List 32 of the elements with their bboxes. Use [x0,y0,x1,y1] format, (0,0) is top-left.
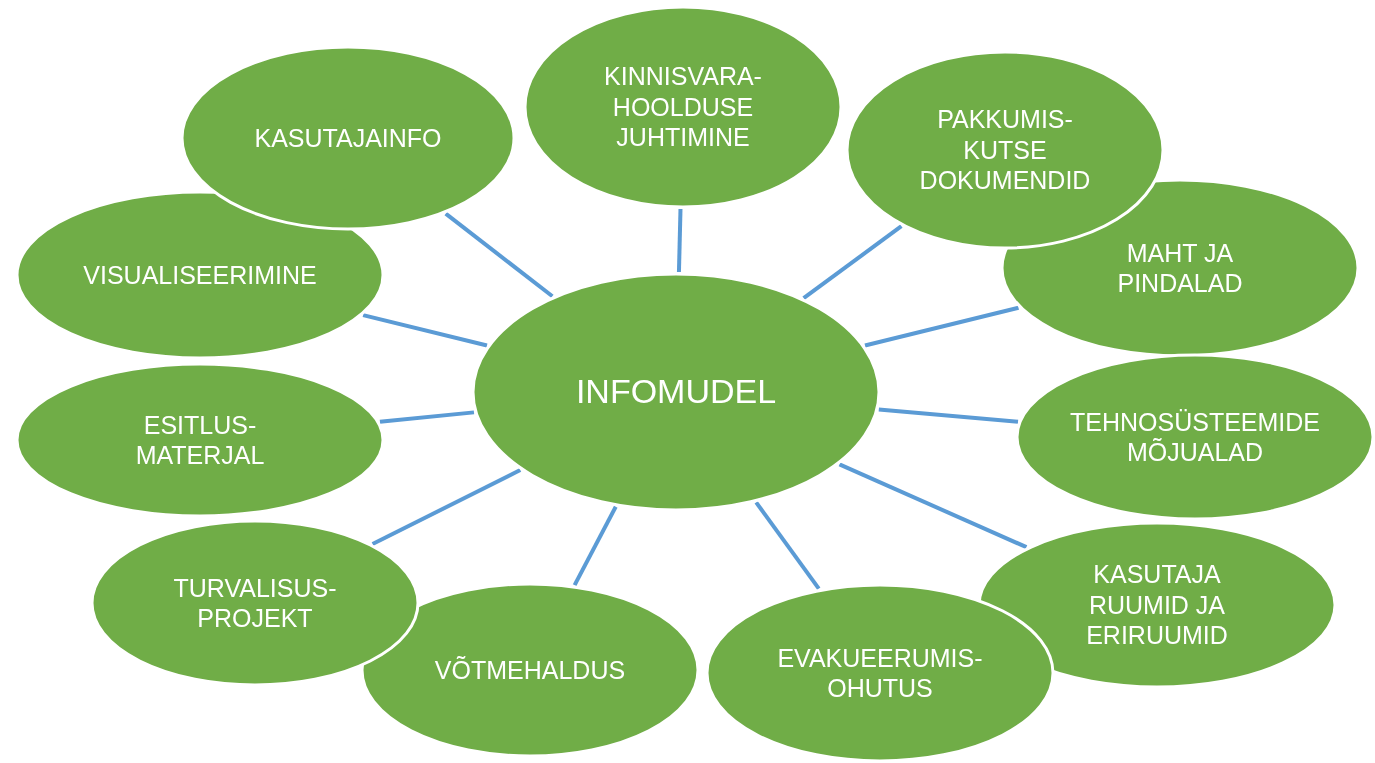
topic-ellipse [15,362,385,518]
connector-line [371,468,522,546]
topic-label: ESITLUS- MATERJAL [134,409,266,471]
connector-line [444,212,554,298]
topic-label: VÕTMEHALDUS [433,654,627,686]
topic-label: TEHNOSÜSTEEMIDE MÕJUALAD [1069,406,1321,468]
central-topic-label: INFOMUDEL [574,371,778,413]
topic-ellipse [180,45,516,231]
topic-ellipse [705,583,1055,763]
connector-line [802,224,903,300]
topic-label: KASUTAJAINFO [253,122,443,154]
topic-label: VISUALISEERIMINE [82,259,318,291]
topic-ellipse [360,582,700,758]
topic-ellipse [523,5,843,209]
topic-ellipse [471,272,881,512]
topic-label: EVAKUEERUMIS- OHUTUS [776,642,984,704]
connector-line [572,505,618,586]
connector-line [362,313,488,348]
connector-line [838,462,1028,549]
topic-ellipse [90,519,420,687]
topic-label: PAKKUMIS- KUTSE DOKUMENDID [918,104,1092,196]
connector-line [864,305,1019,348]
topic-label: KASUTAJA RUUMID JA ERIRUUMID [1085,559,1229,651]
topic-ellipse [1015,353,1375,521]
connector-line [676,208,683,273]
topic-label: TURVALISUS- PROJEKT [172,572,338,634]
topic-label: MAHT JA PINDALAD [1116,237,1244,299]
connector-line [754,501,821,590]
connector-line [878,407,1019,424]
connector-line [379,410,475,424]
topic-ellipse [15,190,385,360]
topic-label: KINNISVARA- HOOLDUSE JUHTIMINE [603,61,763,153]
